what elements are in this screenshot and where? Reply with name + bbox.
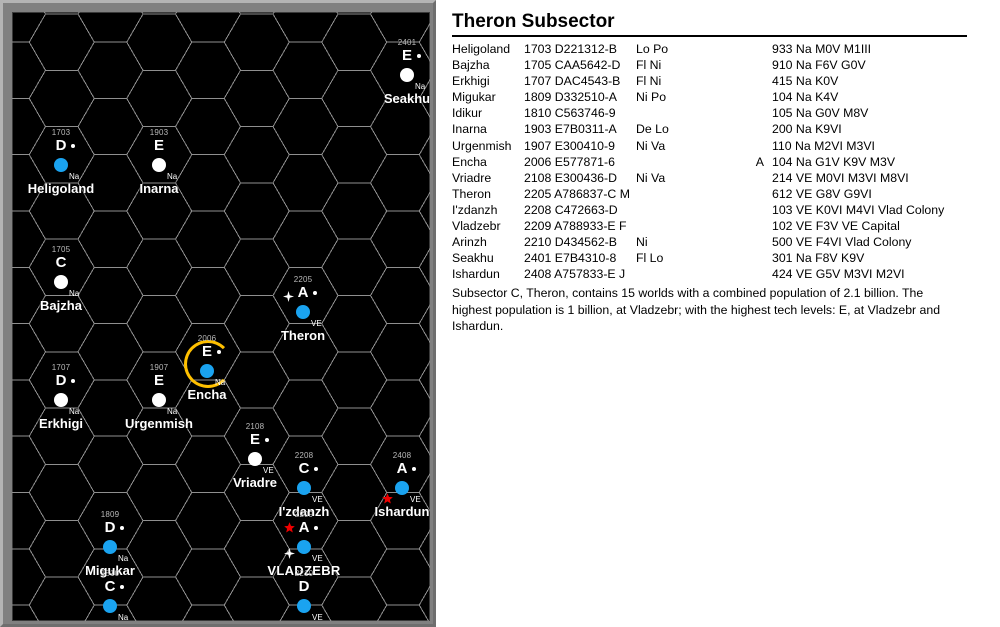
world-uwp-cell: 1907 E300410-9 [524, 138, 615, 153]
world-remarks-cell: Fl Lo [636, 251, 664, 266]
world-base-cell [738, 41, 772, 57]
world-base-cell [738, 170, 772, 186]
world-uwp-cell: 1810 C563746-9 [524, 106, 616, 121]
world-base-cell [738, 73, 772, 89]
world-stats-cell: 104 Na K4V [772, 90, 839, 105]
table-row: Idikur 1810 C563746-9 105 Na G0V M8V [452, 105, 982, 121]
world-name-cell: Bajzha [452, 58, 490, 73]
table-row: Vriadre 2108 E300436-D Ni Va 214 VE M0VI M… [452, 170, 982, 186]
table-row: Urgenmish 1907 E300410-9 Ni Va 110 Na M2VI… [452, 138, 982, 154]
table-row: Seakhu 2401 E7B4310-8 Fl Lo 301 Na F8V K9V [452, 250, 982, 266]
table-row: Arinzh 2210 D434562-B Ni 500 VE F4VI Vlad … [452, 234, 982, 250]
table-row: Vladzebr 2209 A788933-E F 102 VE F3V VE C… [452, 218, 982, 234]
subsector-report: Theron Subsector Heligoland 1703 D221312-… [452, 0, 1000, 627]
world-uwp-cell: 2210 D434562-B [524, 235, 617, 250]
world-name-cell: Inarna [452, 122, 487, 137]
world-base-cell [738, 121, 772, 137]
world-stats-cell: 424 VE G5V M3VI M2VI [772, 267, 905, 282]
world-stats-cell: 910 Na F6V G0V [772, 58, 866, 73]
page-title: Theron Subsector [452, 11, 615, 32]
world-uwp-cell: 1705 CAA5642-D [524, 58, 621, 73]
world-base-cell [738, 186, 772, 202]
world-remarks-cell: Fl Ni [636, 58, 662, 73]
world-remarks-cell: Ni Va [636, 138, 666, 153]
world-name-cell: Vriadre [452, 170, 492, 185]
world-base-cell [738, 266, 772, 282]
world-base-cell [738, 218, 772, 234]
world-uwp-cell: 2205 A786837-C M [524, 186, 630, 201]
world-stats-cell: 612 VE G8V G9VI [772, 186, 872, 201]
table-row: Heligoland 1703 D221312-B Lo Po 933 Na M0V… [452, 41, 982, 57]
world-uwp-cell: 1809 D332510-A [524, 90, 617, 105]
world-stats-cell: 214 VE M0VI M3VI M8VI [772, 170, 909, 185]
world-base-cell [738, 105, 772, 121]
world-uwp-cell: 2401 E7B4310-8 [524, 251, 617, 266]
world-remarks-cell: Ni Po [636, 90, 667, 105]
world-base-cell [738, 138, 772, 154]
world-name-cell: Encha [452, 154, 487, 169]
world-remarks-cell [636, 105, 738, 121]
world-stats-cell: 102 VE F3V VE Capital [772, 219, 900, 234]
world-stats-cell: 103 VE K0VI M4VI Vlad Colony [772, 202, 945, 217]
world-stats-cell: 110 Na M2VI M3VI [772, 138, 875, 153]
world-remarks-cell: Ni Va [636, 170, 666, 185]
table-row: Ishardun 2408 A757833-E J 424 VE G5V M3VI… [452, 266, 982, 282]
world-stats-cell: 301 Na F8V K9V [772, 251, 865, 266]
world-remarks-cell [636, 218, 738, 234]
hex-grid [12, 12, 430, 621]
world-name-cell: Vladzebr [452, 219, 501, 234]
world-uwp-cell: 1703 D221312-B [524, 42, 617, 56]
world-remarks-cell [636, 186, 738, 202]
world-name-cell: Urgenmish [452, 138, 512, 153]
table-row: Inarna 1903 E7B0311-A De Lo 200 Na K9VI [452, 121, 982, 137]
world-remarks-cell: Ni [636, 235, 648, 250]
world-name-cell: I'zdanzh [452, 202, 498, 217]
world-name-cell: Migukar [452, 90, 496, 105]
world-stats-cell: 105 Na G0V M8V [772, 106, 869, 121]
world-name-cell: Ishardun [452, 267, 500, 282]
world-name-cell: Theron [452, 186, 491, 201]
world-name-cell: Idikur [452, 106, 483, 121]
world-uwp-cell: 2108 E300436-D [524, 170, 617, 185]
world-uwp-cell: 2209 A788933-E F [524, 219, 627, 234]
world-base-cell [738, 234, 772, 250]
title-underline [452, 35, 967, 37]
subsector-summary: Subsector C, Theron, contains 15 worlds … [452, 286, 941, 334]
world-remarks-cell: Lo Po [636, 42, 669, 56]
world-remarks-cell [636, 202, 738, 218]
world-uwp-cell: 2208 C472663-D [524, 202, 618, 217]
world-name-cell: Erkhigi [452, 74, 490, 89]
world-remarks-cell [636, 266, 738, 282]
world-name-cell: Seakhu [452, 251, 494, 266]
world-uwp-cell: 2408 A757833-E J [524, 267, 626, 282]
world-stats-cell: 500 VE F4VI Vlad Colony [772, 235, 912, 250]
world-base-cell [738, 89, 772, 105]
world-uwp-cell: 1903 E7B0311-A [524, 122, 617, 137]
world-remarks-cell: De Lo [636, 122, 669, 137]
table-row: Theron 2205 A786837-C M 612 VE G8V G9VI [452, 186, 982, 202]
world-base-cell: A [755, 154, 764, 169]
table-row: Bajzha 1705 CAA5642-D Fl Ni 910 Na F6V G0V [452, 57, 982, 73]
world-list-body: Heligoland 1703 D221312-B Lo Po 933 Na M0V… [452, 41, 982, 282]
world-name-cell: Arinzh [452, 235, 487, 250]
world-stats-cell: 933 Na M0V M1III [772, 42, 872, 56]
world-uwp-cell: 1707 DAC4543-B [524, 74, 621, 89]
world-stats-cell: 104 Na G1V K9V M3V [772, 154, 896, 169]
table-row: I'zdanzh 2208 C472663-D 103 VE K0VI M4VI … [452, 202, 982, 218]
table-row: Encha 2006 E577871-6 A 104 Na G1V K9V M3V [452, 154, 982, 170]
world-name-cell: Heligoland [452, 42, 511, 56]
world-stats-cell: 200 Na K9VI [772, 122, 842, 137]
world-base-cell [738, 250, 772, 266]
world-base-cell [738, 57, 772, 73]
table-row: Erkhigi 1707 DAC4543-B Fl Ni 415 Na K0V [452, 73, 982, 89]
world-stats-cell: 415 Na K0V [772, 74, 839, 89]
world-remarks-cell [636, 154, 738, 170]
world-base-cell [738, 202, 772, 218]
world-list-table: Heligoland 1703 D221312-B Lo Po 933 Na M0V… [452, 41, 982, 282]
table-row: Migukar 1809 D332510-A Ni Po 104 Na K4V [452, 89, 982, 105]
world-uwp-cell: 2006 E577871-6 [524, 154, 615, 169]
world-remarks-cell: Fl Ni [636, 74, 662, 89]
